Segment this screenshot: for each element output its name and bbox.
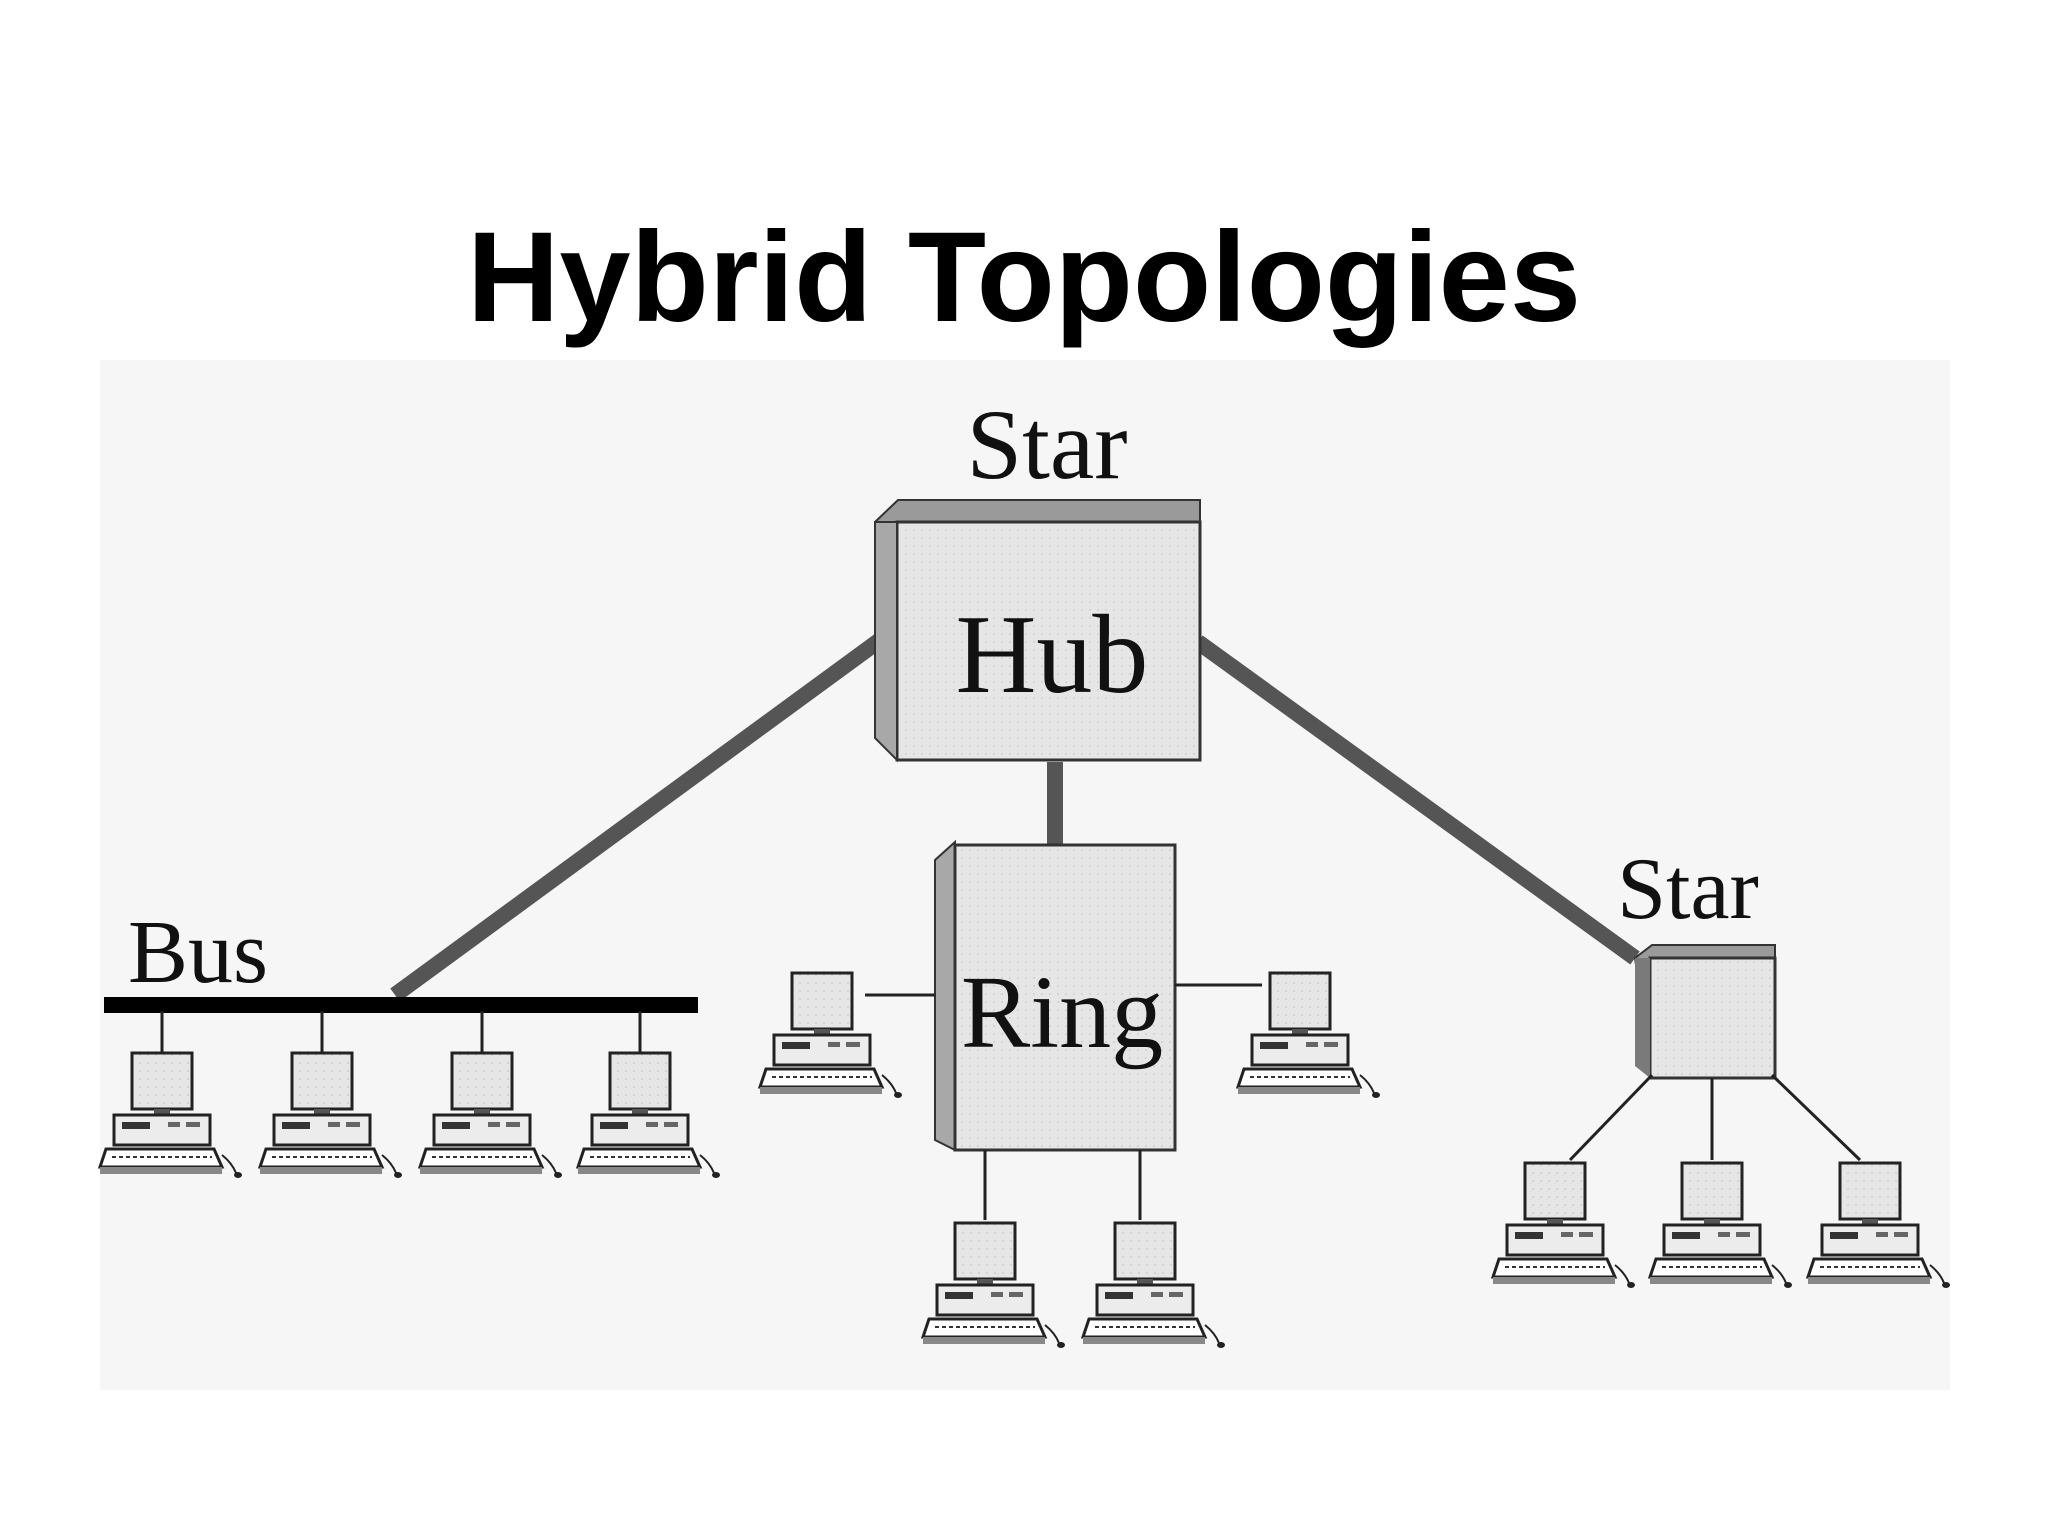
bus-computer-icon-2 <box>258 1051 404 1180</box>
ring-computer-icon-right <box>1236 971 1382 1100</box>
ring-computer-icon-bottom-2 <box>1081 1221 1227 1350</box>
star-top-label: Star <box>966 389 1127 500</box>
bus-computer-icon-1 <box>98 1051 244 1180</box>
star-switch-icon <box>1633 944 1777 1080</box>
ring-label: Ring <box>961 955 1163 1070</box>
link-hub-to-star <box>1193 635 1640 965</box>
bus-computer-icon-3 <box>418 1051 564 1180</box>
bus-computer-icon-4 <box>576 1051 722 1180</box>
ring-computer-icon-bottom-1 <box>921 1221 1067 1350</box>
slide-title: Hybrid Topologies <box>466 205 1582 349</box>
bus-label: Bus <box>128 903 268 1002</box>
star-computer-icon-2 <box>1648 1161 1794 1290</box>
star-right-label: Star <box>1617 841 1759 938</box>
link-hub-to-bus <box>390 633 885 1002</box>
star-computer-icon-1 <box>1491 1161 1637 1290</box>
ring-computer-icon-left <box>758 971 904 1100</box>
hub-label: Hub <box>956 593 1149 717</box>
ring-box-icon <box>934 839 1177 1152</box>
hub-box-icon <box>873 499 1202 763</box>
star-computer-icon-3 <box>1806 1161 1952 1290</box>
